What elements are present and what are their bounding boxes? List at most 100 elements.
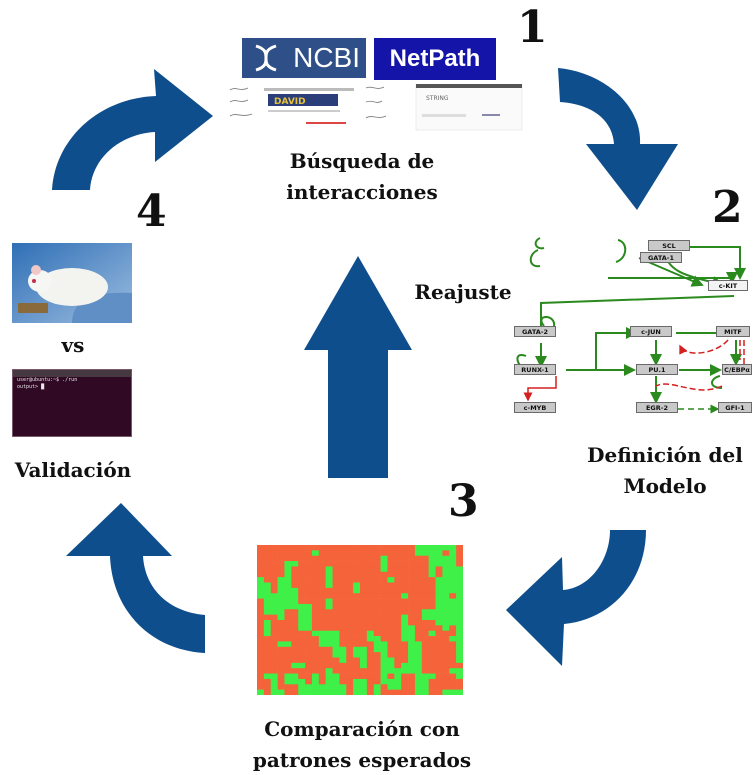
heatmap-cell	[401, 609, 409, 615]
terminal-screenshot: user@ubuntu:~$ ./run output> █	[12, 369, 132, 437]
heatmap-cell	[332, 582, 340, 589]
heatmap-cell	[366, 566, 375, 573]
heatmap-cell	[298, 620, 306, 626]
heatmap-cell	[360, 641, 368, 648]
heatmap-cell	[373, 550, 381, 557]
heatmap-cell	[291, 603, 299, 610]
heatmap-cell	[332, 577, 340, 583]
heatmap-cell	[394, 678, 402, 685]
heatmap-cell	[311, 545, 320, 551]
heatmap-cell	[373, 582, 381, 589]
heatmap-cell	[387, 678, 395, 685]
heatmap-cell	[311, 636, 320, 642]
heatmap-cell	[270, 641, 278, 648]
heatmap-cell	[456, 657, 463, 664]
heatmap-cell	[318, 614, 326, 621]
heatmap-cell	[394, 646, 402, 653]
heatmap-cell	[346, 625, 354, 632]
heatmap-cell	[346, 684, 354, 690]
heatmap-cell	[284, 668, 292, 674]
heatmap-cell	[373, 673, 381, 680]
heatmap-cell	[387, 630, 395, 637]
heatmap-cell	[442, 652, 450, 658]
heatmap-cell	[366, 593, 375, 599]
heatmap-cell	[332, 609, 340, 615]
heatmap-cell	[284, 545, 292, 551]
heatmap-cell	[414, 646, 423, 653]
heatmap-cell	[305, 684, 313, 690]
heatmap-cell	[373, 566, 381, 573]
heatmap-cell	[366, 684, 375, 690]
heatmap-cell	[421, 641, 429, 648]
heatmap-cell	[408, 641, 416, 648]
heatmap-cell	[380, 657, 388, 664]
heatmap-cell	[449, 662, 457, 669]
heatmap-cell	[435, 689, 443, 695]
heatmap-cell	[456, 678, 463, 685]
heatmap-cell	[284, 609, 292, 615]
heatmap-cell	[325, 625, 333, 632]
heatmap-cell	[263, 550, 272, 557]
heatmap-cell	[428, 609, 436, 615]
heatmap-cell	[456, 689, 463, 695]
heatmap-cell	[428, 571, 436, 578]
heatmap-cell	[346, 561, 354, 567]
heatmap-cell	[325, 673, 333, 680]
heatmap-cell	[353, 609, 361, 615]
heatmap-cell	[380, 603, 388, 610]
heatmap-cell	[380, 609, 388, 615]
heatmap-cell	[456, 550, 463, 557]
gene-node-pu1: PU.1	[636, 364, 678, 375]
heatmap-cell	[380, 689, 388, 695]
heatmap-cell	[421, 678, 429, 685]
heatmap-cell	[346, 673, 354, 680]
heatmap-cell	[449, 598, 457, 605]
step-number-2: 2	[712, 182, 743, 233]
heatmap-cell	[284, 657, 292, 664]
heatmap-cell	[298, 561, 306, 567]
heatmap-cell	[263, 609, 272, 615]
heatmap-cell	[270, 550, 278, 557]
heatmap-cell	[325, 652, 333, 658]
heatmap-cell	[401, 571, 409, 578]
heatmap-cell	[263, 652, 272, 658]
step-number-1: 1	[517, 2, 548, 53]
heatmap-cell	[408, 614, 416, 621]
heatmap-cell	[387, 593, 395, 599]
gene-node-egr2: EGR-2	[636, 402, 678, 413]
heatmap-cell	[291, 657, 299, 664]
netpath-logo: NetPath	[374, 38, 496, 80]
heatmap-cell	[449, 545, 457, 551]
heatmap-cell	[318, 566, 326, 573]
heatmap-cell	[311, 577, 320, 583]
gene-node-runx1: RUNX-1	[514, 364, 556, 375]
heatmap-cell	[339, 646, 347, 653]
heatmap-cell	[257, 673, 265, 680]
heatmap-cell	[305, 598, 313, 605]
heatmap-cell	[263, 566, 272, 573]
heatmap-cell	[373, 614, 381, 621]
heatmap-cell	[360, 593, 368, 599]
heatmap-cell	[380, 673, 388, 680]
heatmap-cell	[311, 593, 320, 599]
heatmap-cell	[311, 646, 320, 653]
heatmap-cell	[277, 609, 285, 615]
heatmap-cell	[421, 598, 429, 605]
heatmap-cell	[408, 577, 416, 583]
heatmap-cell	[387, 636, 395, 642]
heatmap-cell	[360, 582, 368, 589]
heatmap-cell	[380, 550, 388, 557]
heatmap-cell	[401, 561, 409, 567]
heatmap-cell	[325, 555, 333, 562]
heatmap-cell	[421, 577, 429, 583]
heatmap-cell	[421, 571, 429, 578]
heatmap-cell	[373, 603, 381, 610]
heatmap-cell	[298, 545, 306, 551]
heatmap-cell	[449, 614, 457, 621]
heatmap-cell	[408, 636, 416, 642]
heatmap-cell	[421, 662, 429, 669]
heatmap-cell	[325, 646, 333, 653]
heatmap-cell	[366, 550, 375, 557]
heatmap-cell	[257, 587, 265, 594]
heatmap-cell	[435, 630, 443, 637]
